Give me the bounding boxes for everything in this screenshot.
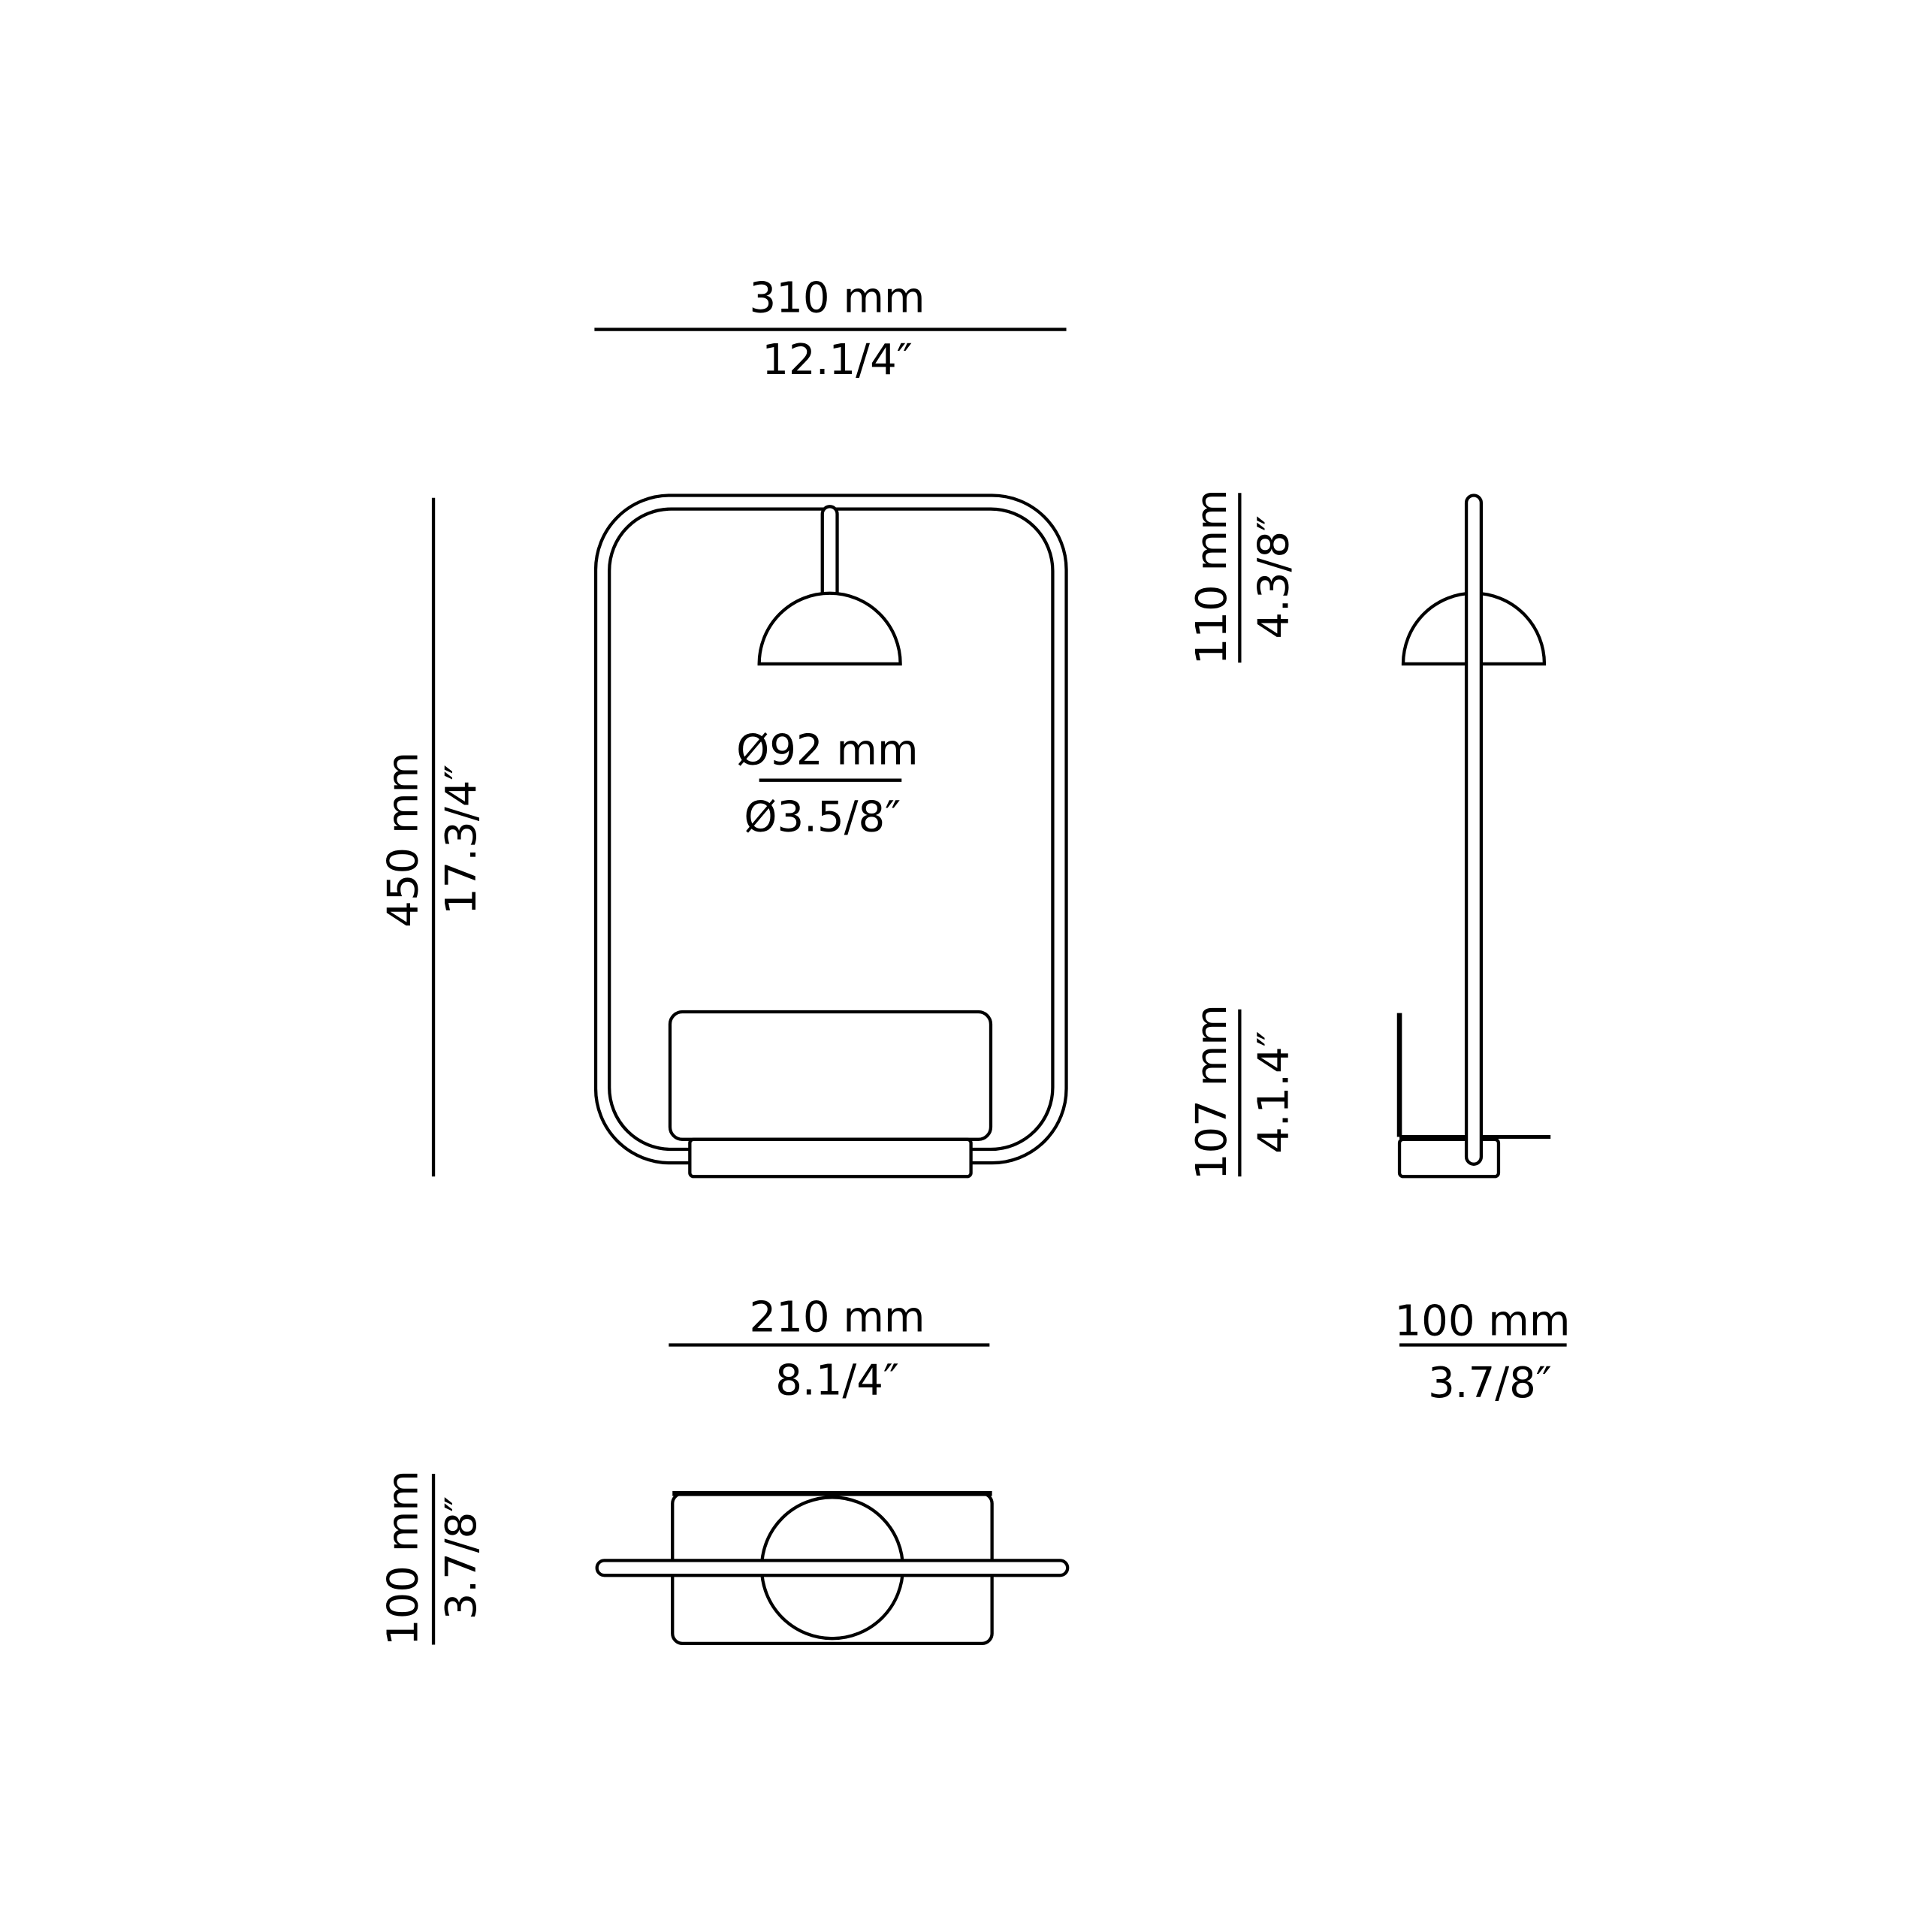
base-width-metric: 210 mm — [750, 1293, 925, 1342]
shade-height-metric: 110 mm — [1188, 489, 1236, 665]
side-depth-dimension: 100 mm 3.7/8″ — [1395, 1297, 1571, 1407]
base-width-imperial: 8.1/4″ — [775, 1356, 899, 1405]
base-height-metric: 107 mm — [1188, 1004, 1236, 1180]
pole-side — [1464, 494, 1484, 1166]
overall-width-dimension: 310 mm 12.1/4″ — [594, 273, 1067, 385]
overall-width-metric: 310 mm — [750, 273, 925, 322]
side-depth-metric: 100 mm — [1395, 1297, 1571, 1345]
overall-width-imperial: 12.1/4″ — [762, 336, 912, 385]
base-height-dimension: 107 mm 4.1.4″ — [1188, 1004, 1298, 1180]
overall-height-metric: 450 mm — [379, 752, 428, 928]
shade-height-dimension: 110 mm 4.3/8″ — [1188, 489, 1298, 665]
overall-height-dimension: 450 mm 17.3/4″ — [379, 497, 486, 1177]
shade-diameter-metric: Ø92 mm — [736, 726, 918, 774]
frame-plan — [595, 1559, 1070, 1577]
plan-depth-metric: 100 mm — [379, 1470, 428, 1646]
base-block — [668, 1010, 993, 1141]
side-depth-imperial: 3.7/8″ — [1428, 1359, 1552, 1408]
base-height-imperial: 4.1.4″ — [1250, 1031, 1299, 1154]
shade-diameter-imperial: Ø3.5/8″ — [744, 792, 901, 841]
plan-depth-imperial: 3.7/8″ — [437, 1496, 486, 1620]
overall-height-imperial: 17.3/4″ — [437, 765, 486, 915]
shade — [757, 591, 902, 666]
base-side — [1397, 1137, 1501, 1179]
base-plinth — [688, 1137, 973, 1179]
shade-height-imperial: 4.3/8″ — [1250, 515, 1299, 639]
base-width-dimension: 210 mm 8.1/4″ — [669, 1293, 990, 1405]
side-view — [1396, 494, 1551, 1179]
front-view: Ø92 mm Ø3.5/8″ — [593, 494, 1068, 1179]
stem — [820, 505, 839, 602]
plan-depth-dimension: 100 mm 3.7/8″ — [379, 1470, 486, 1646]
plan-view — [595, 1491, 1070, 1645]
